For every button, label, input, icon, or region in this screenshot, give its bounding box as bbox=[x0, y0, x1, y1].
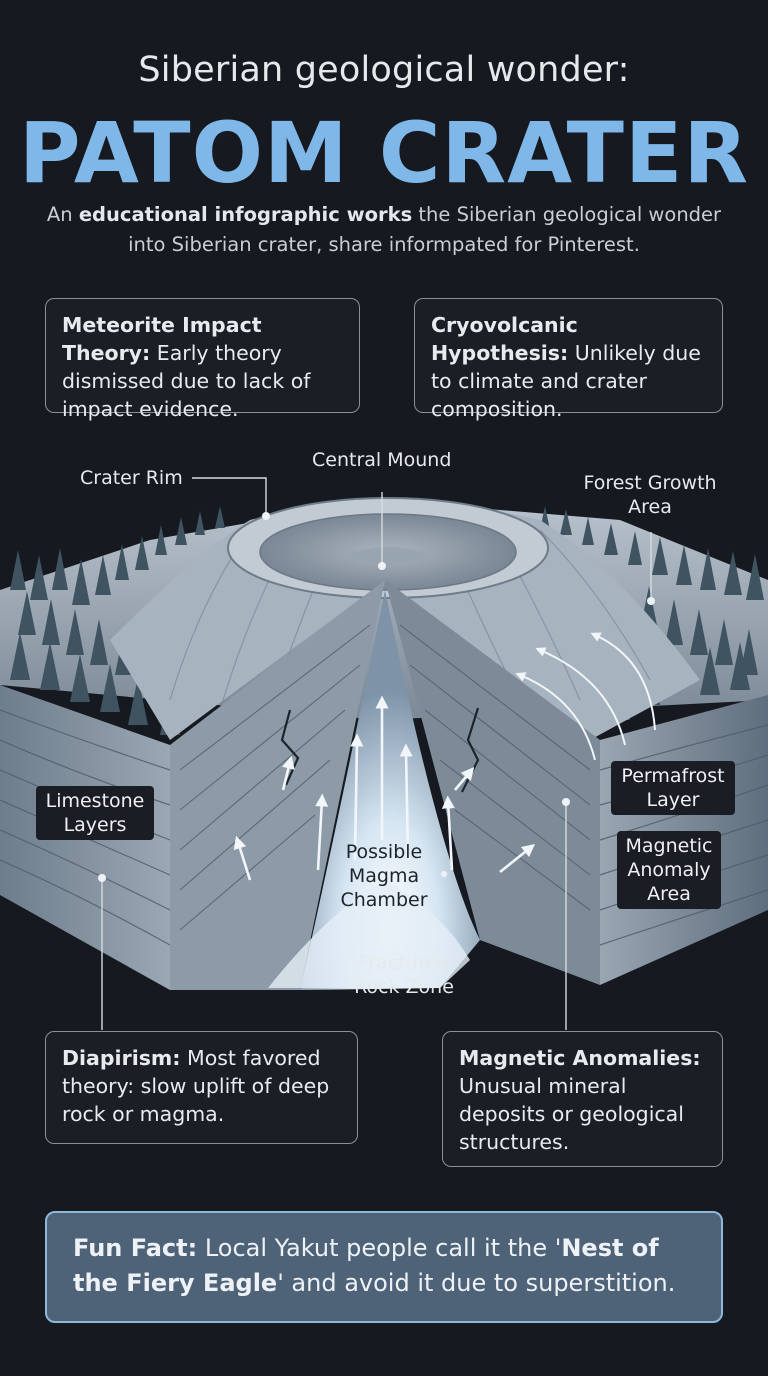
intro-bold: educational infographic works bbox=[78, 203, 413, 226]
crater-cross-section-diagram bbox=[0, 477, 768, 1030]
magnetic-anomalies-text: Unusual mineral deposits or geological s… bbox=[459, 1074, 684, 1154]
magnetic-anomalies-label: Magnetic Anomalies: bbox=[459, 1046, 701, 1070]
cryovolcanic-hypothesis-box: Cryovolcanic Hypothesis: Unlikely due to… bbox=[414, 298, 723, 421]
central-mound-label: Central Mound bbox=[312, 449, 452, 471]
intro-text: An educational infographic works the Sib… bbox=[46, 203, 722, 256]
cryovolcanic-label: Cryovolcanic Hypothesis: bbox=[431, 313, 578, 365]
meteorite-theory-text: Early theory dismissed due to lack of im… bbox=[62, 341, 311, 421]
fun-fact-box: Fun Fact: Local Yakut people call it the… bbox=[45, 1211, 723, 1323]
diapirism-label: Diapirism: bbox=[62, 1046, 181, 1070]
fun-fact-label: Fun Fact: bbox=[73, 1234, 198, 1262]
cryovolcanic-text: Unlikely due to climate and crater compo… bbox=[431, 341, 701, 421]
diapirism-text: Most favored theory: slow uplift of deep… bbox=[62, 1046, 330, 1126]
crater-rim-label: Crater Rim bbox=[80, 467, 183, 489]
magnetic-anomalies-box: Magnetic Anomalies: Unusual mineral depo… bbox=[442, 1031, 723, 1167]
meteorite-theory-box: Meteorite Impact Theory: Early theory di… bbox=[45, 298, 360, 421]
page-title: PATOM CRATER bbox=[18, 104, 750, 202]
fun-fact-nickname: Nest of the Fiery Eagle bbox=[73, 1234, 659, 1297]
meteorite-theory-label: Meteorite Impact Theory: bbox=[62, 313, 262, 365]
subtitle: Siberian geological wonder: bbox=[138, 50, 630, 90]
diapirism-box: Diapirism: Most favored theory: slow upl… bbox=[45, 1031, 358, 1144]
